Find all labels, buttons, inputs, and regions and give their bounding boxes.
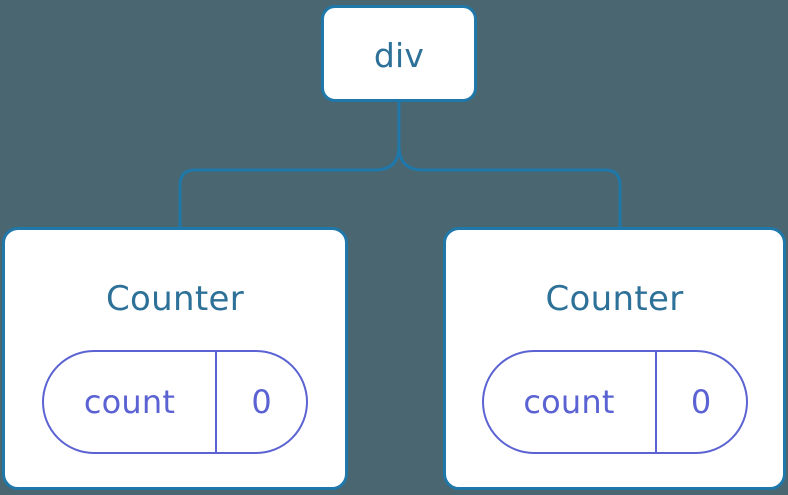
node-counter-left-title: Counter <box>106 279 244 319</box>
state-value-right: 0 <box>690 383 712 421</box>
state-pill-left[interactable]: count 0 <box>42 350 308 454</box>
node-counter-right-title: Counter <box>545 279 684 319</box>
node-div[interactable]: div <box>321 5 477 102</box>
state-key-right: count <box>484 352 657 452</box>
state-pill-right[interactable]: count 0 <box>481 350 748 454</box>
node-div-label: div <box>373 36 425 75</box>
node-counter-left[interactable]: Counter count 0 <box>2 227 348 490</box>
state-key-left: count <box>44 352 217 452</box>
state-value-left: 0 <box>251 383 272 421</box>
node-counter-right[interactable]: Counter count 0 <box>443 227 786 490</box>
